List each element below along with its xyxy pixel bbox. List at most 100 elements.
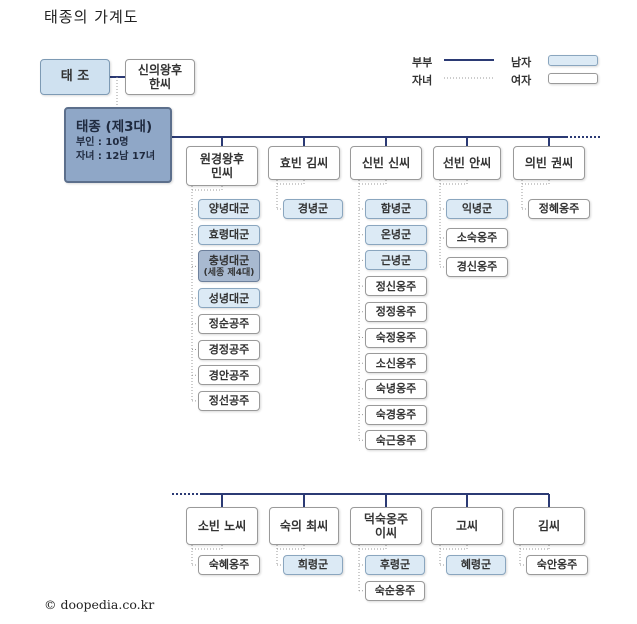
child-name: 함녕군: [380, 202, 412, 216]
copyright-credit: © doopedia.co.kr: [44, 597, 155, 612]
child-box: 숙근옹주: [365, 430, 427, 451]
child-box: 온녕군: [365, 224, 427, 245]
mother-name: 원경왕후: [199, 151, 245, 166]
child-name: 숙근옹주: [375, 433, 417, 447]
child-box: 숙정옹주: [365, 327, 427, 348]
mother-box: 소빈 노씨: [186, 507, 258, 545]
taejo-name: 태 조: [60, 69, 90, 85]
mother-box: 의빈 권씨: [513, 146, 585, 180]
child-box: 경안공주: [198, 365, 260, 386]
child-name: 숙경옹주: [375, 408, 417, 421]
child-name: 온녕군: [380, 228, 412, 242]
child-name: 숙순옹주: [374, 584, 416, 598]
child-box: 양녕대군: [198, 199, 260, 219]
child-name: 경신옹주: [456, 260, 498, 274]
mother-name: 이씨: [374, 526, 398, 540]
child-box: 경정공주: [198, 339, 260, 360]
child-name: 정선공주: [208, 394, 250, 408]
mother-box: 효빈 김씨: [268, 146, 340, 180]
child-box: 정혜옹주: [528, 199, 590, 219]
mother-box: 선빈 안씨: [433, 146, 501, 180]
child-name: 숙안옹주: [536, 558, 578, 572]
child-name: 희령군: [297, 558, 329, 572]
ruler-children: 자녀 : 12남 17녀: [76, 151, 156, 163]
child-box: 충녕대군(세종 제4대): [198, 250, 260, 283]
mother-name: 소빈 노씨: [197, 518, 247, 533]
child-box: 숙혜옹주: [198, 555, 260, 575]
child-box: 정신옹주: [365, 276, 427, 297]
child-name: 숙혜옹주: [208, 558, 250, 572]
ruler-wives: 부인 : 10명: [76, 137, 129, 149]
child-box: 정정옹주: [365, 301, 427, 322]
mother-name: 김씨: [537, 518, 561, 533]
ruler-title: 태종 (제3대): [76, 119, 153, 135]
mother-box: 신빈 신씨: [350, 146, 422, 180]
ruler-box: 태종 (제3대) 부인 : 10명 자녀 : 12남 17녀: [64, 107, 172, 183]
mother-box: 김씨: [513, 507, 585, 545]
child-name: 양녕대군: [208, 202, 250, 216]
taejo-wife-box: 신의왕후 한씨: [125, 59, 195, 95]
child-name: 익녕군: [461, 202, 493, 216]
legend-female-label: 여자: [511, 74, 532, 87]
mother-name: 숙의 최씨: [279, 518, 329, 533]
child-box: 혜령군: [446, 555, 506, 575]
child-name: 후령군: [379, 558, 411, 572]
child-box: 효령대군: [198, 224, 260, 245]
mother-name: 효빈 김씨: [279, 155, 329, 170]
child-box: 숙경옹주: [365, 404, 427, 425]
child-name: 숙녕옹주: [375, 382, 417, 396]
child-box: 경신옹주: [446, 257, 508, 277]
taejo-wife-name-line1: 신의왕후: [137, 62, 183, 77]
mother-name: 덕숙옹주: [363, 511, 409, 526]
child-name: 정정옹주: [375, 305, 417, 319]
mother-box: 숙의 최씨: [269, 507, 339, 545]
child-box: 숙녕옹주: [365, 378, 427, 399]
child-box: 경녕군: [283, 199, 343, 219]
child-name: 소숙옹주: [456, 231, 498, 245]
legend-female-swatch: [548, 73, 598, 84]
child-name: 경녕군: [297, 202, 329, 216]
child-box: 성녕대군: [198, 288, 260, 309]
mother-name: 선빈 안씨: [442, 155, 492, 170]
legend-children-label: 자녀: [412, 74, 433, 87]
child-box: 숙순옹주: [365, 580, 425, 601]
taejo-wife-name-line2: 한씨: [148, 77, 172, 91]
child-name: 숙정옹주: [375, 330, 417, 344]
child-name: 정혜옹주: [538, 202, 580, 216]
child-name: 경정공주: [208, 342, 250, 356]
child-name: 정순공주: [208, 317, 250, 331]
child-box: 정선공주: [198, 390, 260, 411]
page-title: 태종의 가계도: [44, 8, 139, 26]
child-name: 성녕대군: [208, 291, 250, 305]
mother-name: 고씨: [455, 518, 479, 533]
legend-male-swatch: [548, 55, 598, 66]
child-name: 정신옹주: [375, 279, 417, 293]
child-name: 효령대군: [208, 228, 250, 242]
child-box: 소숙옹주: [446, 228, 508, 248]
child-name: 근녕군: [380, 253, 412, 267]
child-name: 혜령군: [460, 558, 492, 572]
child-box: 희령군: [283, 555, 343, 575]
child-box: 근녕군: [365, 250, 427, 271]
mother-box: 고씨: [431, 507, 503, 545]
mother-name: 신빈 신씨: [361, 155, 411, 170]
child-name: 소신옹주: [375, 356, 417, 370]
child-box: 숙안옹주: [526, 555, 588, 575]
child-box: 함녕군: [365, 199, 427, 219]
taejo-box: 태 조: [40, 59, 110, 95]
legend-male-label: 남자: [511, 56, 532, 69]
child-box: 정순공주: [198, 313, 260, 334]
mother-name: 민씨: [210, 166, 234, 180]
child-box: 후령군: [365, 555, 425, 575]
child-box: 익녕군: [446, 199, 508, 219]
child-note: (세종 제4대): [203, 267, 255, 278]
legend-spouse-label: 부부: [412, 56, 433, 69]
child-box: 소신옹주: [365, 353, 427, 374]
child-name: 경안공주: [208, 368, 250, 382]
mother-name: 의빈 권씨: [524, 155, 574, 170]
child-name: 충녕대군: [208, 254, 250, 268]
